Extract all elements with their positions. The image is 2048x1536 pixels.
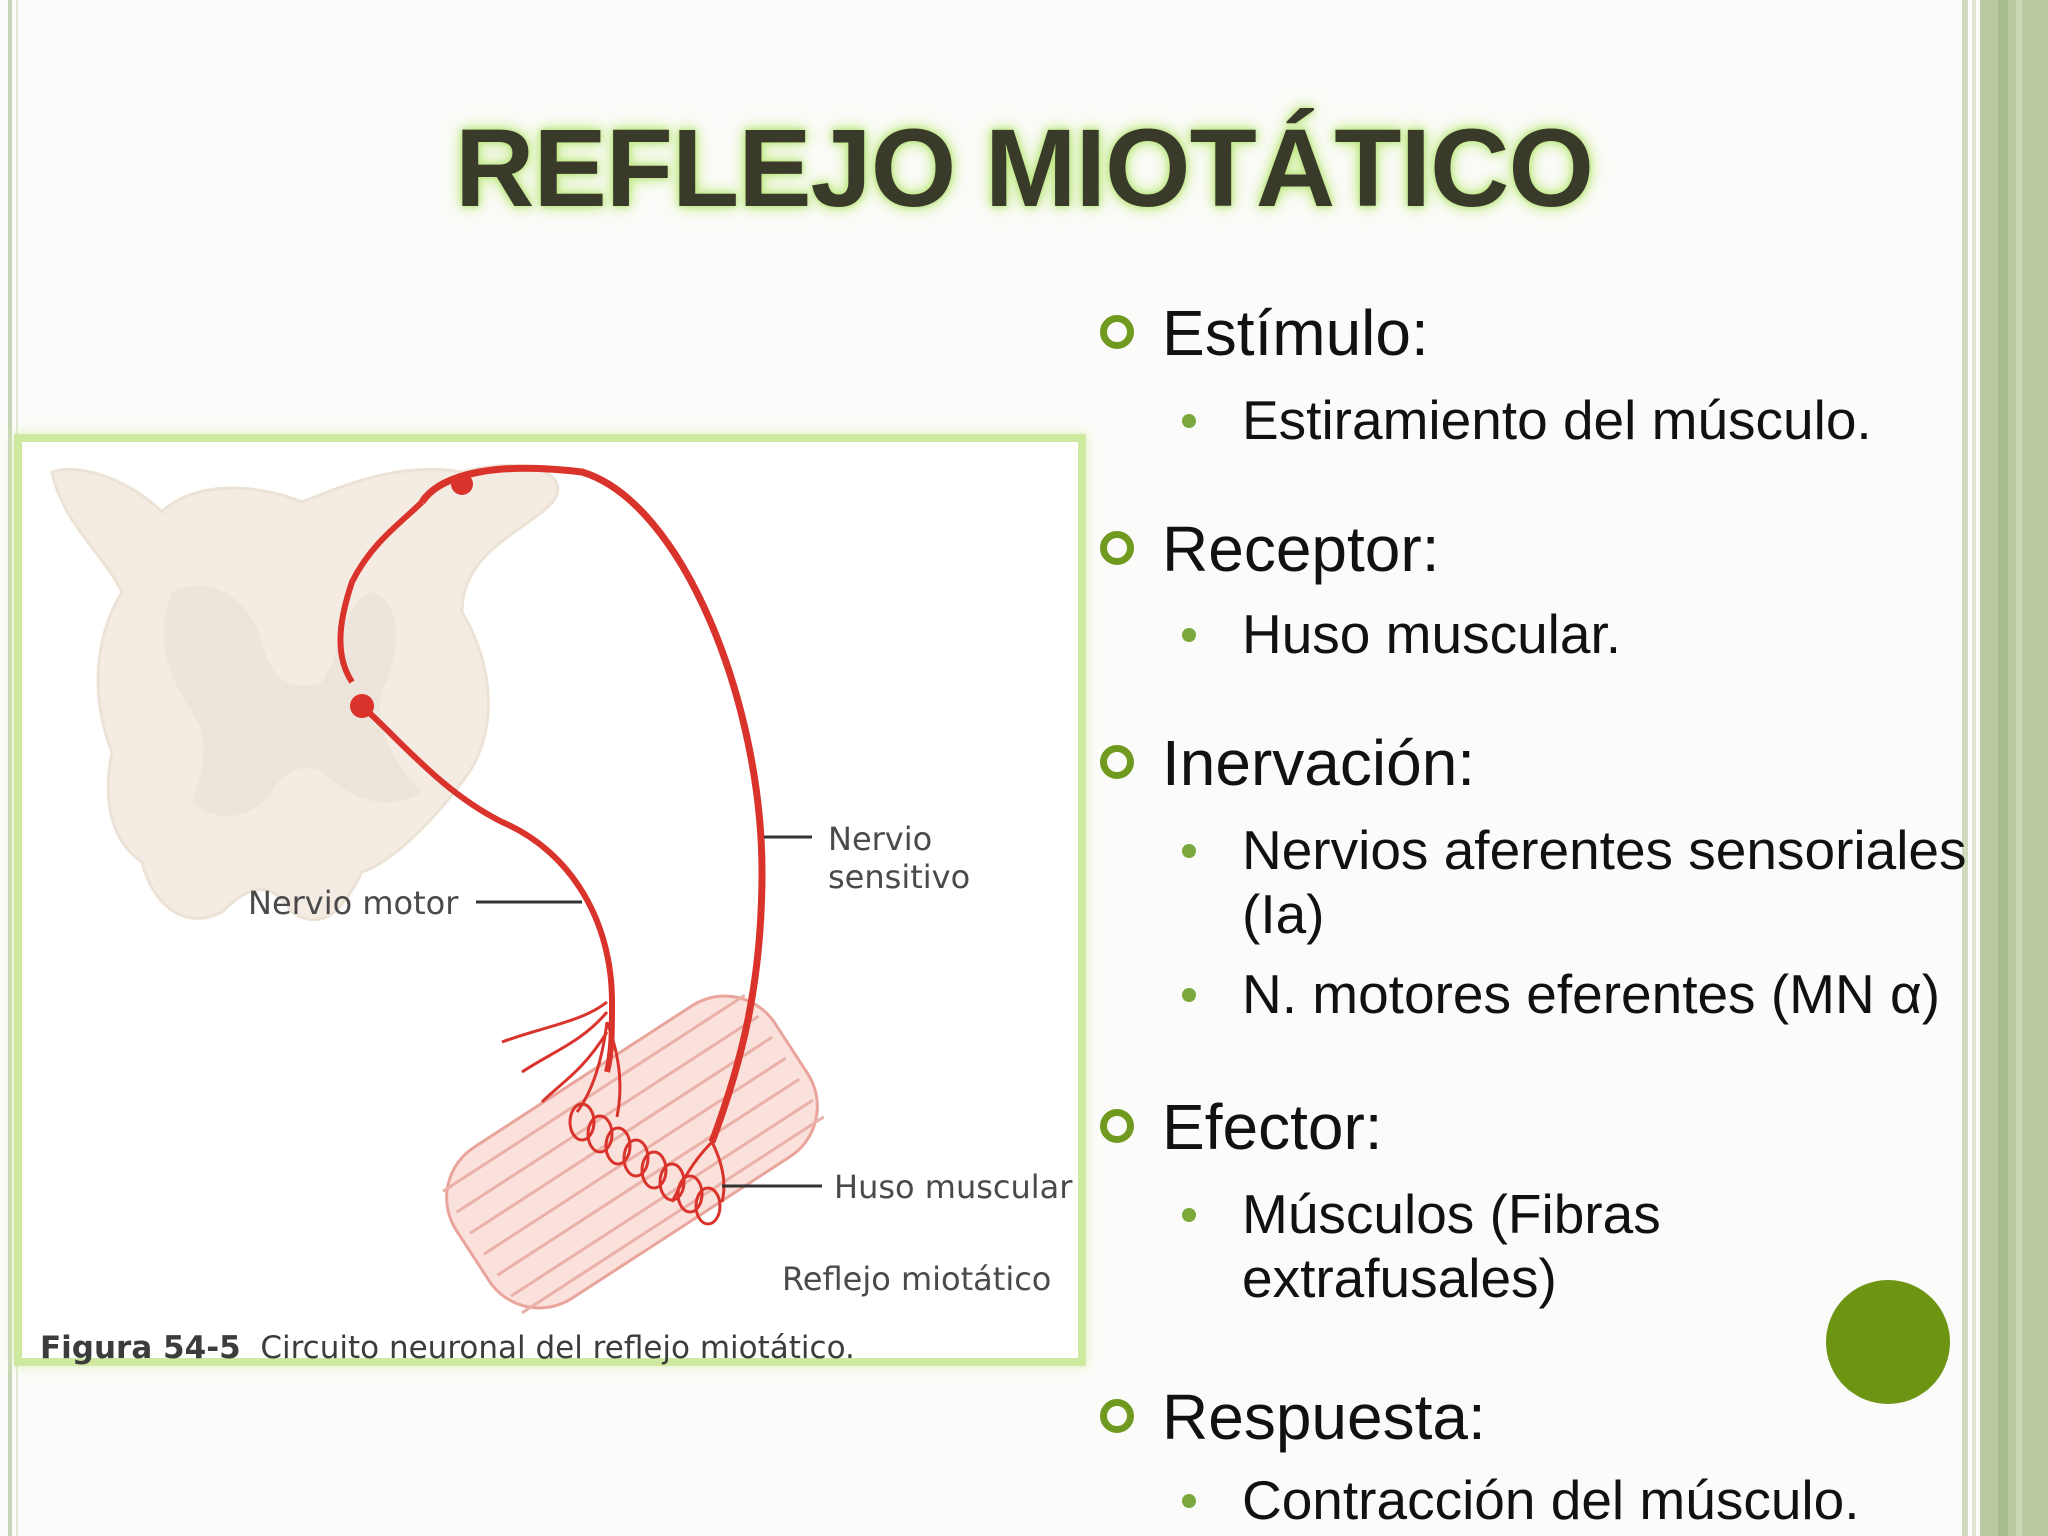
- motor-end-branches: [501, 1000, 622, 1118]
- section-heading-inervacion: Inervación:: [1100, 726, 1475, 800]
- gray-matter-shape: [163, 585, 422, 816]
- ring-bullet-icon: [1100, 1399, 1134, 1434]
- label-huso-muscular: Huso muscular: [834, 1168, 1073, 1206]
- dot-bullet-icon: [1182, 1208, 1196, 1222]
- sensory-ganglion: [451, 473, 473, 495]
- label-reflejo-miotatico: Reflejo miotático: [782, 1260, 1052, 1298]
- frame-right-stripe: [1972, 0, 1976, 1536]
- frame-right-band: [1980, 0, 2048, 1536]
- motor-neuron-body: [350, 694, 374, 718]
- section-heading-receptor: Receptor:: [1100, 512, 1439, 586]
- section-heading-estimulo: Estímulo:: [1100, 296, 1429, 370]
- motor-nerve: [359, 703, 616, 1073]
- section-heading-efector: Efector:: [1100, 1090, 1383, 1164]
- dot-bullet-icon: [1182, 628, 1196, 642]
- reflex-diagram: [50, 464, 825, 1315]
- spindle-coils: [568, 1102, 722, 1226]
- caption-text: Circuito neuronal del reflejo miotático.: [260, 1330, 855, 1366]
- sensory-end-branches: [670, 1140, 726, 1203]
- dot-bullet-icon: [1182, 988, 1196, 1002]
- frame-left-bar: [8, 0, 12, 1536]
- slide-title: REFLEJO MIOTÁTICO: [455, 107, 1594, 230]
- ring-bullet-icon: [1100, 1109, 1134, 1144]
- reflex-figure: Nervio sensitivo Nervio motor Huso muscu…: [14, 434, 1086, 1366]
- section-heading-respuesta: Respuesta:: [1100, 1380, 1486, 1454]
- ring-bullet-icon: [1100, 745, 1134, 780]
- figure-caption: Figura 54-5 Circuito neuronal del reflej…: [40, 1330, 855, 1366]
- dot-bullet-icon: [1182, 414, 1196, 428]
- label-nervio-sensitivo: Nervio sensitivo: [828, 820, 971, 896]
- dot-bullet-icon: [1182, 844, 1196, 858]
- ring-bullet-icon: [1100, 315, 1134, 350]
- label-nervio-motor: Nervio motor: [248, 884, 459, 922]
- ring-bullet-icon: [1100, 531, 1134, 566]
- decorative-green-circle: [1826, 1280, 1950, 1404]
- frame-right-stripe: [1998, 0, 2008, 1536]
- muscle-body: [442, 994, 825, 1315]
- caption-number: Figura 54-5: [40, 1330, 241, 1366]
- frame-right-stripe: [2016, 0, 2022, 1536]
- dot-bullet-icon: [1182, 1494, 1196, 1508]
- frame-right-stripe: [1962, 0, 1968, 1536]
- sensory-nerve: [419, 464, 766, 1144]
- sensory-branch: [337, 499, 425, 684]
